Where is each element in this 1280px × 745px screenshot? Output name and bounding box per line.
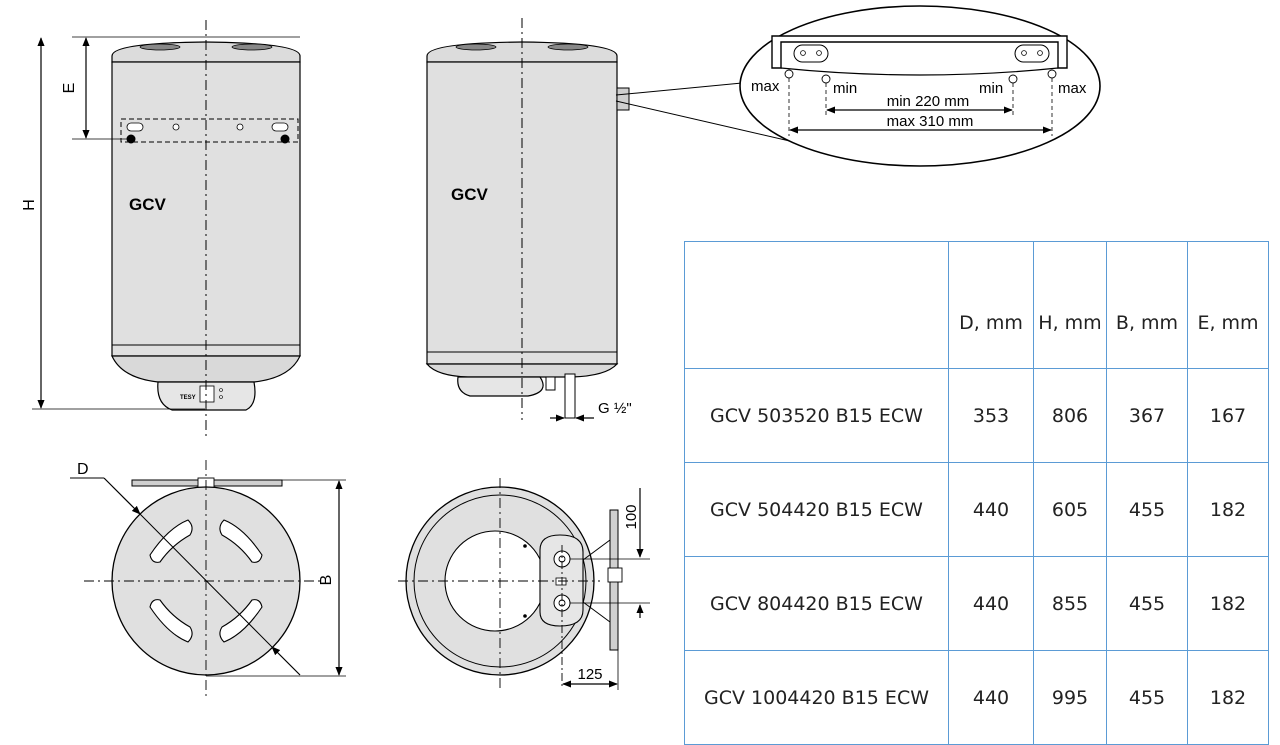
- side-control-housing: [457, 376, 544, 397]
- table-row: GCV 1004420 B15 ECW 440 995 455 182: [684, 650, 1269, 745]
- value-b: 455: [1106, 556, 1188, 651]
- bracket-max-left: max: [751, 78, 780, 95]
- bracket-max-span: max 310 mm: [887, 113, 974, 130]
- table-row: GCV 504420 B15 ECW 440 605 455 182: [684, 462, 1269, 557]
- table-row: GCV 804420 B15 ECW 440 855 455 182: [684, 556, 1269, 651]
- dimensions-table: D, mm H, mm B, mm E, mm GCV 503520 B15 E…: [684, 241, 1269, 745]
- bracket-min-left: min: [833, 80, 857, 97]
- front-view: TESY GCV E H: [21, 20, 301, 440]
- model-name: GCV 804420 B15 ECW: [684, 556, 949, 651]
- value-e: 182: [1187, 650, 1269, 745]
- value-b: 455: [1106, 462, 1188, 557]
- dim-h-label: H: [21, 199, 38, 211]
- top-vent-left: [139, 43, 181, 51]
- value-d: 440: [948, 650, 1034, 745]
- header-d: D, mm: [948, 241, 1034, 369]
- header-b: B, mm: [1106, 241, 1188, 369]
- top-vent-right: [231, 43, 273, 51]
- header-model: [684, 241, 949, 369]
- value-h: 995: [1033, 650, 1107, 745]
- top-view: D B: [70, 460, 346, 700]
- mounting-rail: [120, 118, 299, 143]
- value-d: 353: [948, 368, 1034, 463]
- bottom-view: 100 125: [398, 478, 650, 690]
- dim-e-label: E: [61, 83, 78, 94]
- bracket-detail: max min min max min 220 mm max 310 mm: [615, 5, 1101, 167]
- value-d: 440: [948, 556, 1034, 651]
- value-b: 367: [1106, 368, 1188, 463]
- pipe-thread-label: G ½": [598, 400, 632, 417]
- table-header-row: D, mm H, mm B, mm E, mm: [684, 241, 1269, 369]
- bracket-max-right: max: [1058, 80, 1087, 97]
- dim-100-label: 100: [623, 504, 640, 529]
- value-h: 605: [1033, 462, 1107, 557]
- front-view-label: GCV: [129, 195, 167, 214]
- model-name: GCV 1004420 B15 ECW: [684, 650, 949, 745]
- mount-point-right: [280, 134, 290, 144]
- value-h: 855: [1033, 556, 1107, 651]
- dim-125-label: 125: [577, 666, 602, 683]
- value-e: 167: [1187, 368, 1269, 463]
- bracket-min-right: min: [979, 80, 1003, 97]
- model-name: GCV 503520 B15 ECW: [684, 368, 949, 463]
- value-b: 455: [1106, 650, 1188, 745]
- side-view: GCV G ½": [425, 18, 632, 422]
- side-view-label: GCV: [451, 185, 489, 204]
- technical-drawing: TESY GCV E H GCV: [21, 5, 1101, 700]
- detail-bubble: [739, 5, 1101, 167]
- bracket-min-span: min 220 mm: [887, 93, 970, 110]
- panel-brand: TESY: [180, 395, 196, 401]
- pipe-outlet: [564, 373, 576, 419]
- value-e: 182: [1187, 556, 1269, 651]
- value-e: 182: [1187, 462, 1269, 557]
- value-h: 806: [1033, 368, 1107, 463]
- value-d: 440: [948, 462, 1034, 557]
- header-h: H, mm: [1033, 241, 1107, 369]
- header-e: E, mm: [1187, 241, 1269, 369]
- dim-b-label: B: [318, 575, 335, 586]
- side-connector: [616, 87, 630, 111]
- model-name: GCV 504420 B15 ECW: [684, 462, 949, 557]
- table-row: GCV 503520 B15 ECW 353 806 367 167: [684, 368, 1269, 463]
- dim-d-label: D: [77, 461, 89, 478]
